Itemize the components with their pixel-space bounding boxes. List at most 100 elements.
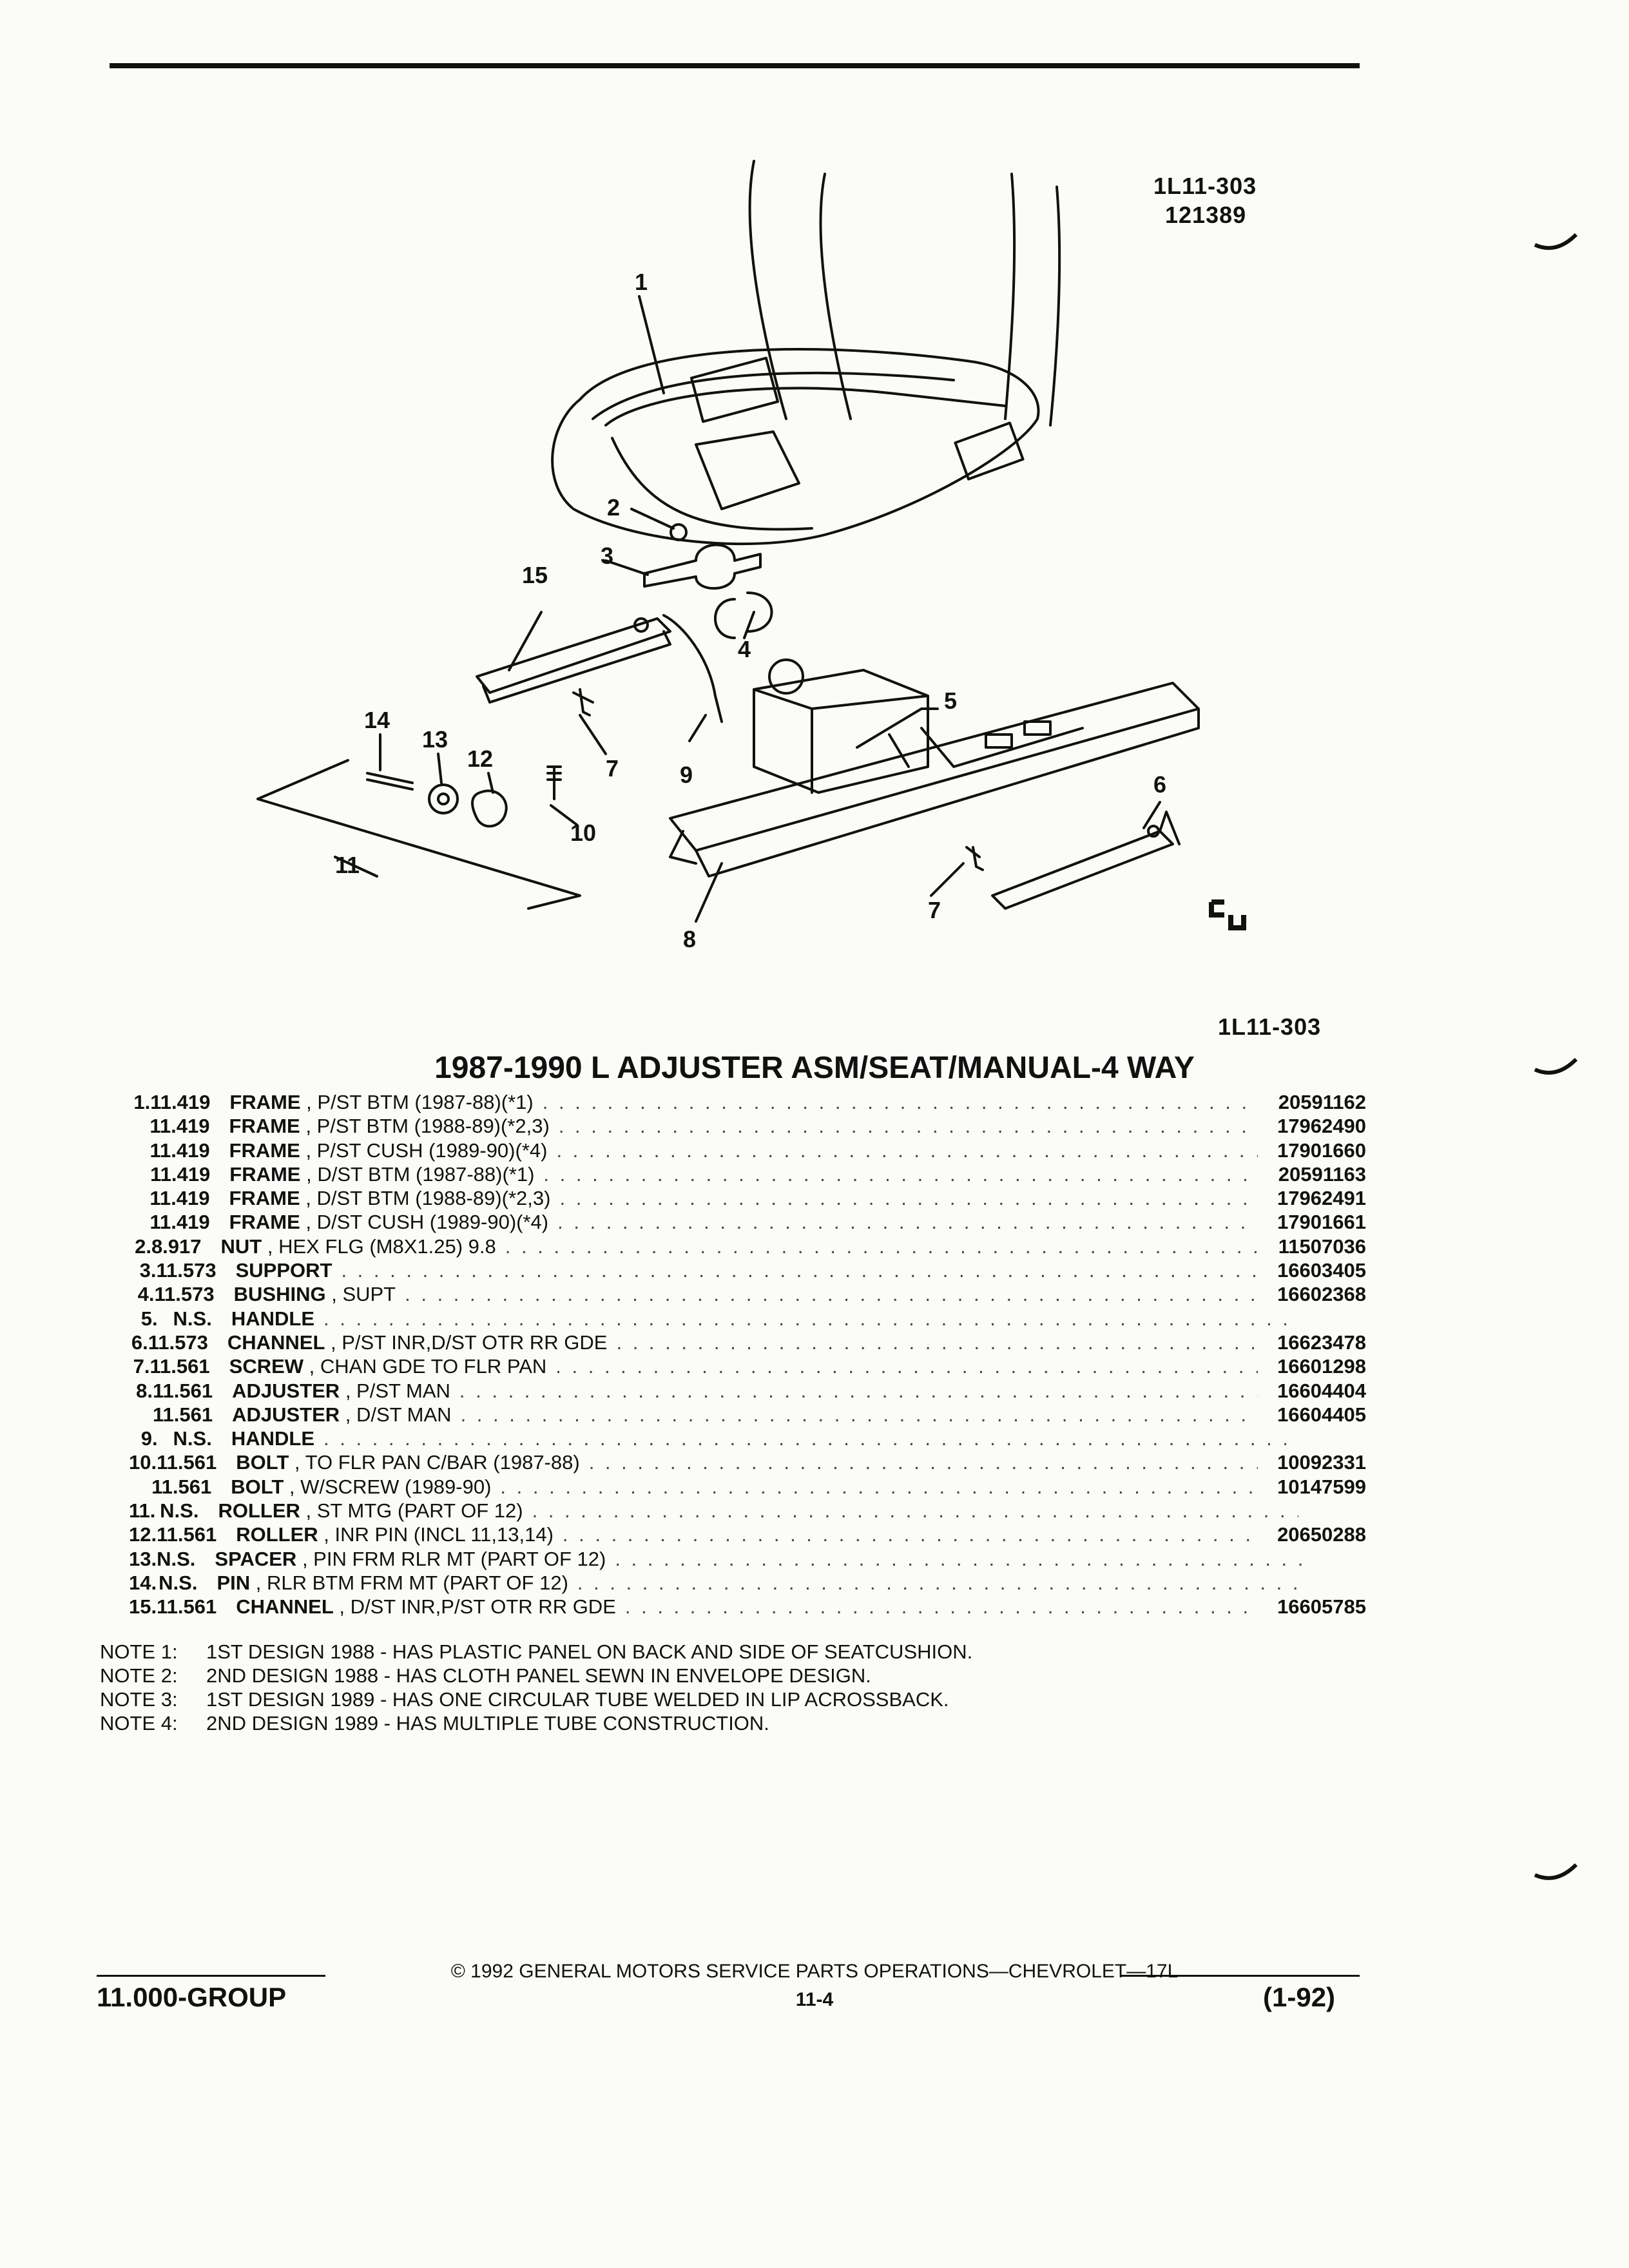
part-name: BOLT [231, 1475, 284, 1498]
part-name: HANDLE [231, 1427, 315, 1450]
leader-dots: . . . . . . . . . . . . . . . . . . . . … [542, 1091, 1259, 1113]
item-number: 5. [140, 1307, 158, 1330]
callout-7b: 7 [928, 897, 941, 923]
callout-8: 8 [683, 926, 696, 952]
part-number: 10092331 [1277, 1451, 1366, 1474]
part-number: 20591162 [1278, 1091, 1366, 1113]
note-label: NOTE 3: [100, 1688, 178, 1711]
item-number: 12. [129, 1523, 157, 1546]
part-description: ADJUSTER , P/ST MAN [213, 1379, 450, 1403]
leader-dots: . . . . . . . . . . . . . . . . . . . . … [505, 1235, 1259, 1258]
group-number: 11.573 [156, 1259, 217, 1282]
part-detail: , P/ST INR,D/ST OTR RR GDE [331, 1331, 608, 1354]
item-number: 2. [135, 1235, 151, 1258]
bushing [714, 591, 773, 639]
item-number: 11. [129, 1499, 156, 1523]
leader-dots: . . . . . . . . . . . . . . . . . . . . … [577, 1571, 1301, 1594]
item-number: 6. [131, 1331, 148, 1354]
part-number: 10147599 [1277, 1475, 1366, 1498]
part-description: ROLLER , INR PIN (INCL 11,13,14) [217, 1523, 554, 1546]
leader-dots: . . . . . . . . . . . . . . . . . . . . … [557, 1211, 1258, 1234]
note-text: 2ND DESIGN 1989 - HAS MULTIPLE TUBE CONS… [206, 1712, 769, 1735]
support [643, 543, 762, 590]
part-name: SUPPORT [235, 1259, 333, 1282]
part-name: BOLT [236, 1451, 289, 1474]
bolt [546, 765, 562, 800]
adjuster-rail [669, 682, 1200, 878]
leader-dots: . . . . . . . . . . . . . . . . . . . . … [341, 1259, 1258, 1282]
part-number: 16623478 [1277, 1331, 1366, 1354]
part-name: ADJUSTER [232, 1403, 340, 1426]
note-row: NOTE 1:1ST DESIGN 1988 - HAS PLASTIC PAN… [100, 1640, 972, 1664]
part-description: BOLT , W/SCREW (1989-90) [211, 1475, 491, 1499]
part-detail: , PIN FRM RLR MT (PART OF 12) [302, 1547, 606, 1570]
part-name: SCREW [229, 1355, 304, 1378]
part-description: FRAME , D/ST BTM (1987-88)(*1) [210, 1162, 534, 1186]
footer-date: (1-92) [1263, 1982, 1336, 2012]
part-detail: , P/ST MAN [345, 1379, 450, 1402]
callout-7a: 7 [606, 755, 619, 782]
group-number: 11.573 [154, 1283, 215, 1306]
part-description: ROLLER , ST MTG (PART OF 12) [198, 1499, 523, 1523]
part-number: 16602368 [1277, 1283, 1366, 1306]
part-detail: , P/ST CUSH (1989-90)(*4) [305, 1139, 548, 1162]
pin [366, 772, 414, 791]
group-number: 8.917 [151, 1235, 202, 1258]
group-number: 11.573 [148, 1331, 208, 1354]
part-name: NUT [220, 1235, 262, 1258]
part-name: BUSHING [233, 1283, 326, 1306]
leader-dots: . . . . . . . . . . . . . . . . . . . . … [559, 1187, 1258, 1210]
part-name: FRAME [229, 1139, 300, 1162]
part-name: HANDLE [231, 1307, 315, 1330]
parts-row: 13.N.S.SPACER , PIN FRM RLR MT (PART OF … [129, 1547, 1366, 1571]
leader-dots: . . . . . . . . . . . . . . . . . . . . … [558, 1115, 1258, 1138]
note-label: NOTE 1: [100, 1640, 178, 1663]
footer-page-number: 11-4 [795, 1989, 834, 2010]
item-number: 15. [129, 1595, 157, 1619]
handle-rod [662, 614, 723, 723]
nut [670, 523, 688, 541]
adjuster-gearbox [753, 669, 929, 794]
bracket [256, 759, 581, 910]
part-description: HANDLE [212, 1307, 314, 1331]
parts-row: 5.N.S.HANDLE . . . . . . . . . . . . . .… [129, 1307, 1366, 1331]
channel-6 [991, 811, 1181, 910]
footer-rule-left [97, 1975, 325, 1977]
parts-row: 9.N.S.HANDLE . . . . . . . . . . . . . .… [129, 1427, 1366, 1450]
note-label: NOTE 4: [100, 1712, 178, 1735]
group-number: 11.561 [153, 1379, 213, 1402]
callout-5: 5 [944, 687, 957, 714]
item-number: 14. [129, 1571, 157, 1594]
part-name: FRAME [229, 1211, 300, 1234]
leader-dots: . . . . . . . . . . . . . . . . . . . . … [588, 1451, 1258, 1474]
roller [471, 789, 508, 828]
part-description: NUT , HEX FLG (M8X1.25) 9.8 [202, 1235, 496, 1258]
page-title: 1987-1990 L ADJUSTER ASM/SEAT/MANUAL-4 W… [434, 1051, 1195, 1085]
leader-dots: . . . . . . . . . . . . . . . . . . . . … [323, 1307, 1286, 1330]
screw [572, 688, 594, 716]
note-text: 2ND DESIGN 1988 - HAS CLOTH PANEL SEWN I… [206, 1664, 871, 1687]
group-number: N.S. [173, 1427, 212, 1450]
part-detail: , INR PIN (INCL 11,13,14) [323, 1523, 554, 1546]
part-name: ADJUSTER [232, 1379, 340, 1402]
part-name: FRAME [229, 1115, 300, 1138]
part-description: HANDLE [212, 1427, 314, 1450]
item-number: 13. [129, 1547, 157, 1570]
leader-dots: . . . . . . . . . . . . . . . . . . . . … [616, 1331, 1258, 1354]
note-text: 1ST DESIGN 1989 - HAS ONE CIRCULAR TUBE … [206, 1688, 949, 1711]
group-number: 11.561 [149, 1355, 210, 1378]
footer-rule-right [1121, 1975, 1360, 1977]
part-name: FRAME [229, 1162, 301, 1186]
callout-11: 11 [335, 852, 360, 878]
group-number: 11.419 [150, 1091, 211, 1113]
group-number: 11.419 [149, 1187, 210, 1210]
part-description: CHANNEL , D/ST INR,P/ST OTR RR GDE [217, 1595, 616, 1619]
part-description: CHANNEL , P/ST INR,D/ST OTR RR GDE [208, 1331, 608, 1354]
